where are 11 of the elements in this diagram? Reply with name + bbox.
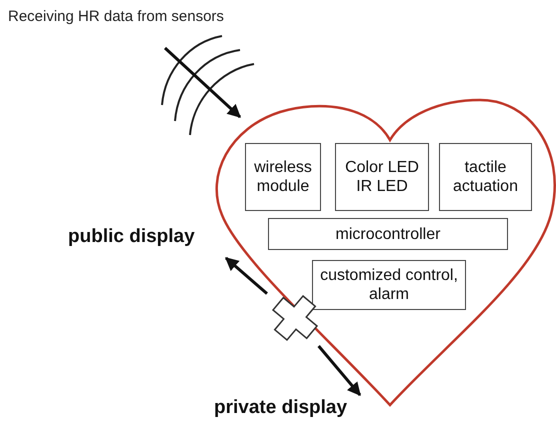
component-box: tactile actuation xyxy=(439,143,532,211)
display-label: public display xyxy=(68,226,222,254)
component-box: microcontroller xyxy=(268,218,508,250)
arrow xyxy=(318,345,362,396)
caption-text: Receiving HR data from sensors xyxy=(8,8,224,25)
component-box: customized control, alarm xyxy=(312,260,466,310)
arrow xyxy=(224,256,268,295)
component-box: wireless module xyxy=(245,143,321,211)
arrow xyxy=(164,46,242,118)
display-label: private display xyxy=(214,397,382,427)
component-box: Color LED IR LED xyxy=(335,143,429,211)
